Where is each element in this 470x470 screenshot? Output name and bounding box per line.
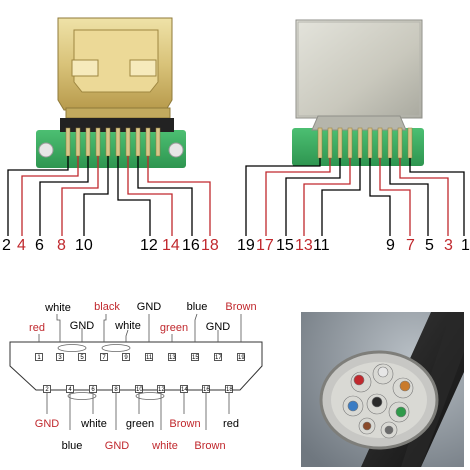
right-hdmi-connector (292, 19, 424, 166)
right-pin-number: 3 (444, 237, 453, 254)
right-leader-lines (245, 158, 465, 236)
wire-label: red (29, 322, 45, 334)
pin-box: 14 (180, 385, 188, 393)
wire-label: GND (205, 321, 231, 333)
wire-label: white (81, 418, 107, 430)
pin-box: 15 (191, 353, 199, 361)
right-pin-number: 9 (386, 237, 395, 254)
left-pin-number: 2 (2, 237, 11, 254)
pin-box: 13 (168, 353, 176, 361)
wire-label: white (45, 302, 71, 314)
right-pin-number: 5 (425, 237, 434, 254)
wire-label: blue (61, 440, 83, 452)
pinout-schematic (9, 313, 263, 430)
left-pin-number: 14 (162, 237, 180, 254)
pin-box: 5 (78, 353, 86, 361)
right-pin-number: 17 (256, 237, 274, 254)
pin-box: 19 (237, 353, 245, 361)
wire-label: white (115, 320, 141, 332)
connector-outline (9, 341, 263, 391)
right-pin-number: 15 (276, 237, 294, 254)
cable-illustration (301, 312, 464, 467)
wire-label: Brown (225, 301, 257, 313)
wire-label: green (159, 322, 189, 334)
wire-label: GND (34, 418, 60, 430)
pin-box: 7 (100, 353, 108, 361)
wire-label: green (125, 418, 155, 430)
pin-box: 3 (56, 353, 64, 361)
left-leader-lines (7, 156, 211, 236)
pin-box: 4 (66, 385, 74, 393)
wire-label: blue (186, 301, 208, 313)
cable-cross-section-photo (301, 312, 464, 467)
right-pin-number: 1 (461, 237, 470, 254)
wire-label: Brown (194, 440, 226, 452)
pin-box: 17 (214, 353, 222, 361)
wire-label: GND (136, 301, 162, 313)
wire-label: Brown (169, 418, 201, 430)
pin-box: 9 (122, 353, 130, 361)
wire-label: white (152, 440, 178, 452)
pin-box: 8 (112, 385, 120, 393)
right-pin-number: 19 (237, 237, 255, 254)
left-pin-number: 10 (75, 237, 93, 254)
pin-box: 10 (135, 385, 143, 393)
connector-illustrations (7, 17, 465, 236)
right-pin-number: 13 (295, 237, 313, 254)
wire-label: GND (69, 320, 95, 332)
pin-box: 1 (35, 353, 43, 361)
pin-box: 11 (145, 353, 153, 361)
left-pin-number: 8 (57, 237, 66, 254)
pin-box: 16 (202, 385, 210, 393)
left-pin-number: 4 (17, 237, 26, 254)
right-pin-number: 7 (406, 237, 415, 254)
pin-box: 12 (157, 385, 165, 393)
left-pin-number: 6 (35, 237, 44, 254)
left-pin-number: 16 (182, 237, 200, 254)
wire-label: red (223, 418, 239, 430)
wire-label: black (94, 301, 120, 313)
right-pin-number: 11 (313, 237, 330, 254)
wire-label: GND (104, 440, 130, 452)
pin-box: 18 (225, 385, 233, 393)
right-metal-shell (295, 19, 423, 119)
left-hdmi-connector (36, 17, 186, 168)
pin-box: 6 (89, 385, 97, 393)
left-pin-number: 18 (201, 237, 219, 254)
left-pcb (36, 130, 186, 168)
left-pin-number: 12 (140, 237, 158, 254)
pin-box: 2 (43, 385, 51, 393)
